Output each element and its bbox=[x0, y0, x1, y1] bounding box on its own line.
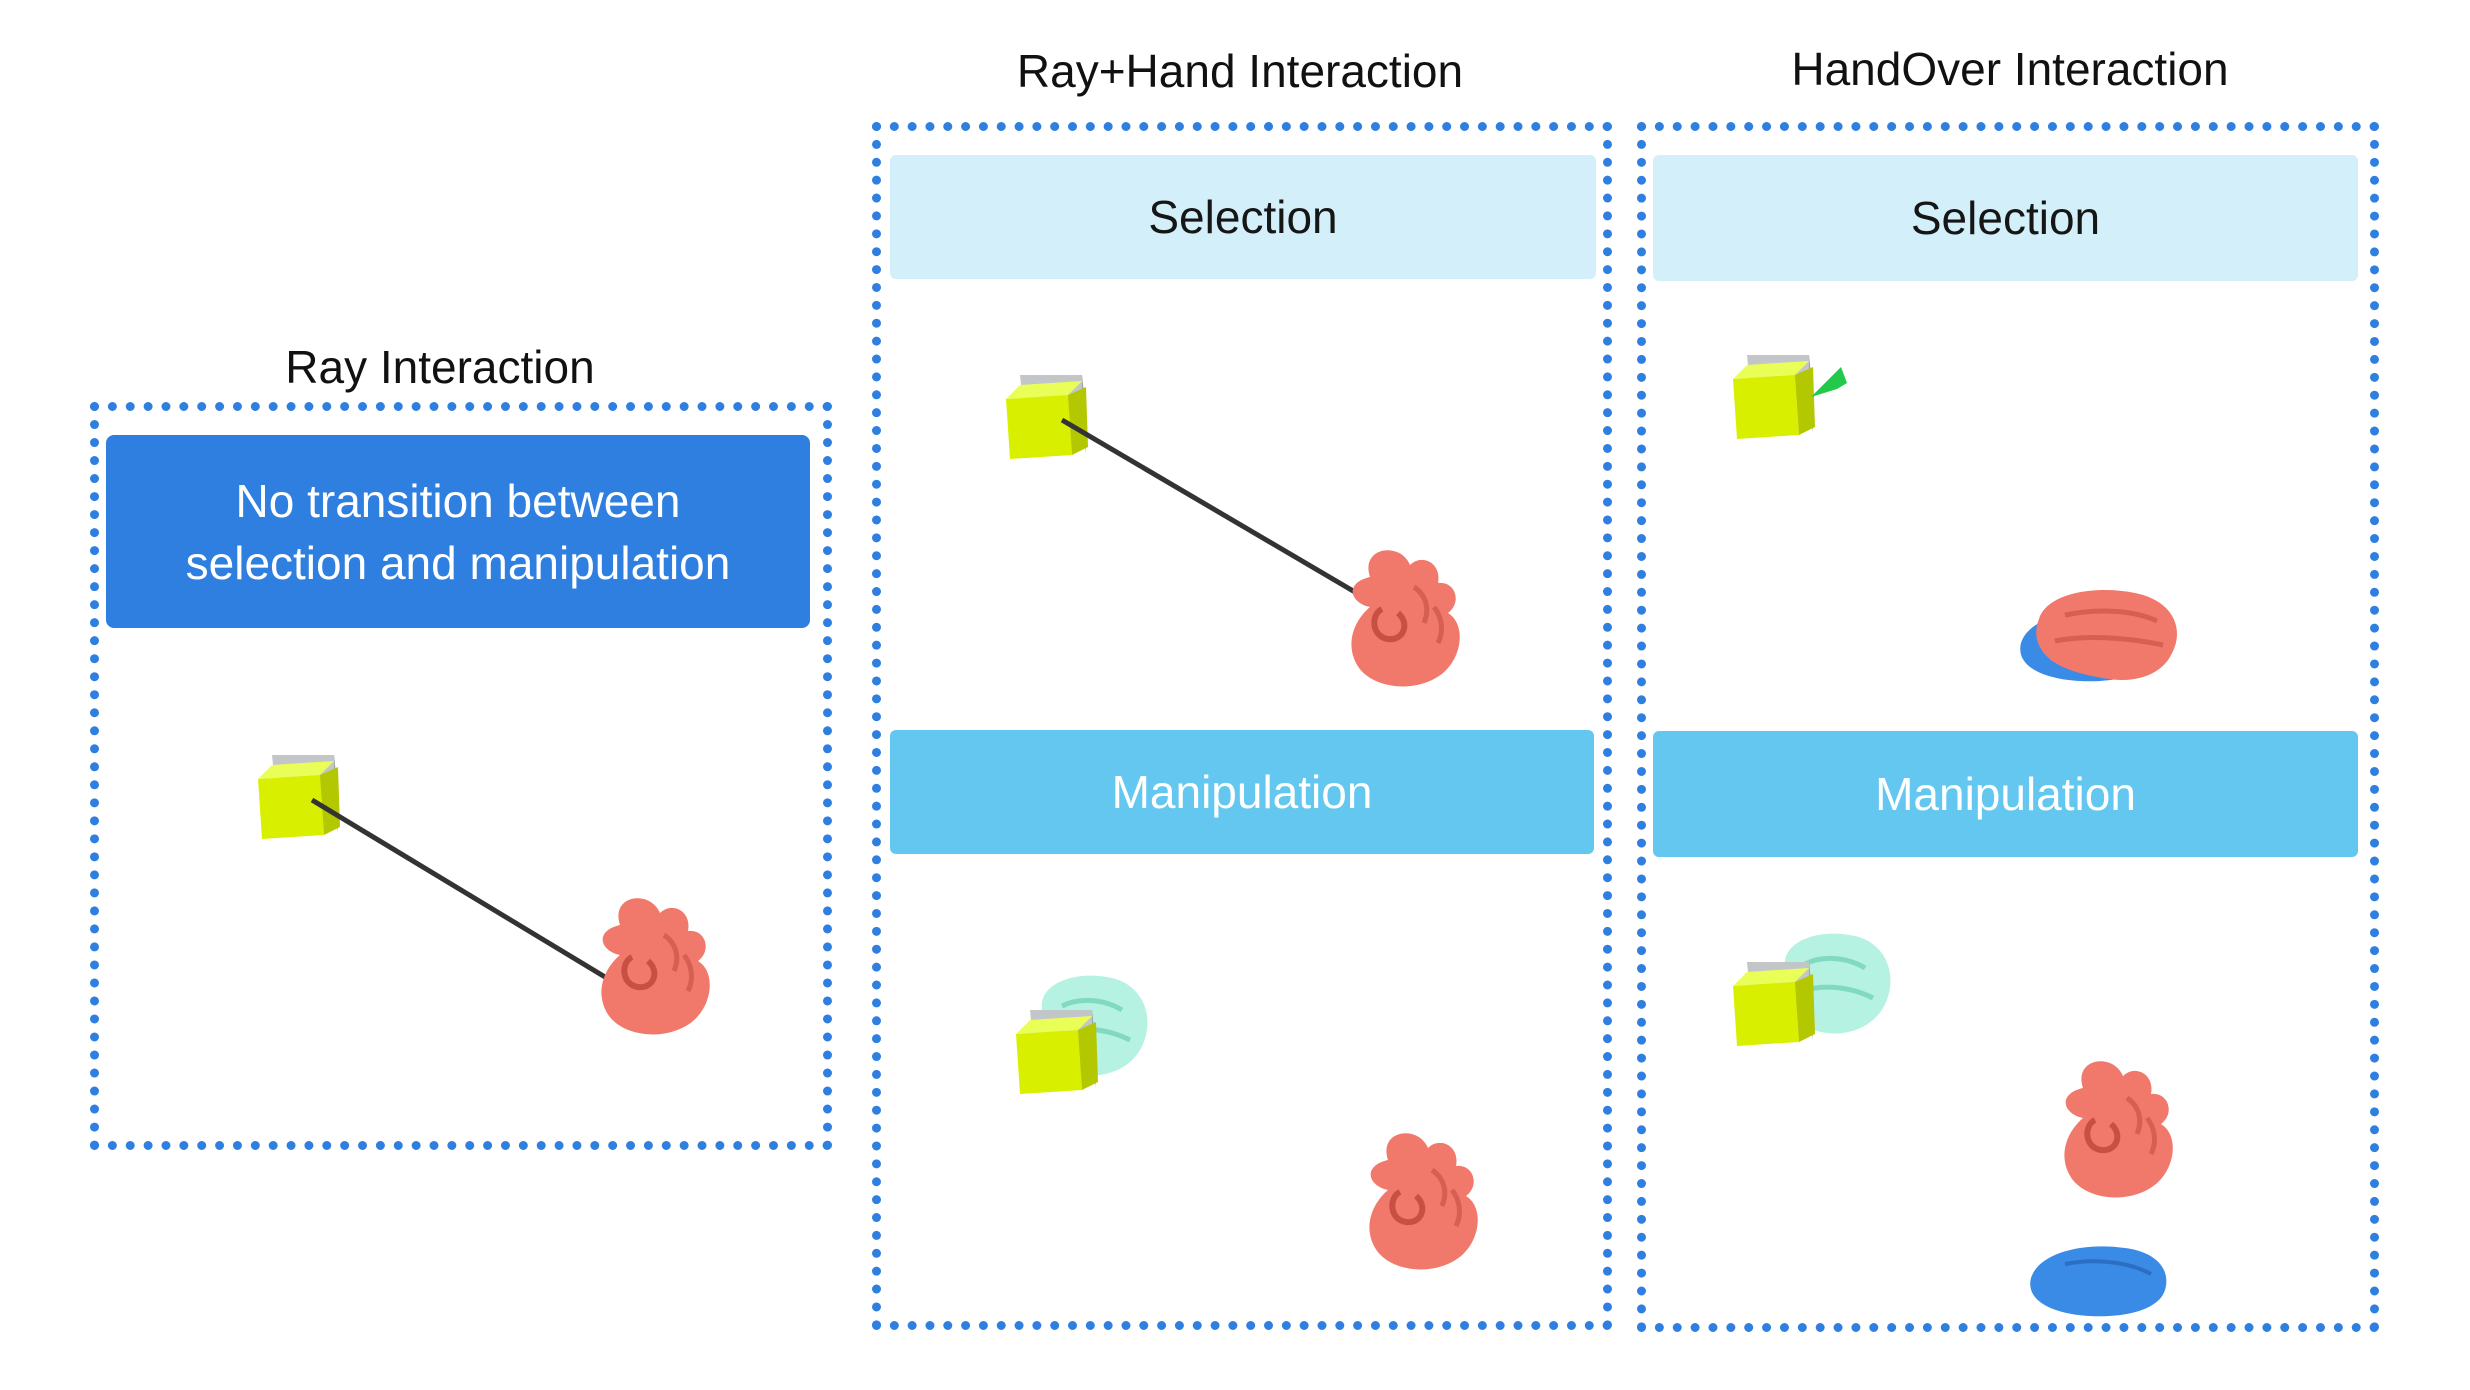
handover-manipulation-band: Manipulation bbox=[1653, 731, 2358, 857]
rayhand-selection-scene bbox=[1006, 375, 1596, 725]
rayhand-manipulation-band: Manipulation bbox=[890, 730, 1594, 854]
pointer-cone-icon bbox=[1811, 367, 1847, 397]
hand-ok-icon bbox=[1369, 1133, 1477, 1269]
handover-selection-band: Selection bbox=[1653, 155, 2358, 281]
cube-icon bbox=[258, 755, 340, 839]
hand-ok-icon bbox=[601, 898, 709, 1034]
rayhand-panel-title: Ray+Hand Interaction bbox=[1016, 45, 1464, 97]
ray-note-line2: selection and manipulation bbox=[185, 536, 731, 589]
handover-selection-label: Selection bbox=[1910, 192, 2101, 244]
cube-icon bbox=[1733, 962, 1815, 1046]
ray-panel-frame bbox=[90, 402, 832, 1150]
rayhand-selection-label: Selection bbox=[1148, 191, 1338, 243]
ray-panel-title: Ray Interaction bbox=[285, 341, 595, 393]
hand-flat-icon bbox=[2028, 1244, 2169, 1319]
hand-ok-icon bbox=[2064, 1061, 2172, 1197]
rayhand-manipulation-scene bbox=[1016, 860, 1596, 1320]
cube-icon bbox=[1016, 1010, 1098, 1094]
ray-line bbox=[1060, 417, 1362, 598]
ray-scene bbox=[258, 755, 810, 1140]
cube-icon bbox=[1006, 375, 1088, 459]
rayhand-selection-band: Selection bbox=[890, 155, 1596, 279]
handover-manipulation-scene bbox=[1733, 862, 2358, 1319]
handover-selection-scene bbox=[1733, 355, 2358, 684]
handover-panel-frame bbox=[1637, 122, 2379, 1332]
cube-icon bbox=[1733, 355, 1815, 439]
ray-line bbox=[310, 797, 612, 983]
ray-note-line1: No transition between bbox=[235, 474, 681, 527]
handover-manipulation-label: Manipulation bbox=[1875, 768, 2136, 820]
rayhand-manipulation-label: Manipulation bbox=[1111, 766, 1373, 818]
rayhand-panel-frame bbox=[872, 122, 1612, 1330]
hand-ok-icon bbox=[1351, 550, 1459, 686]
handover-panel-title: HandOver Interaction bbox=[1791, 43, 2229, 95]
ray-note-band: No transition between selection and mani… bbox=[106, 435, 810, 628]
